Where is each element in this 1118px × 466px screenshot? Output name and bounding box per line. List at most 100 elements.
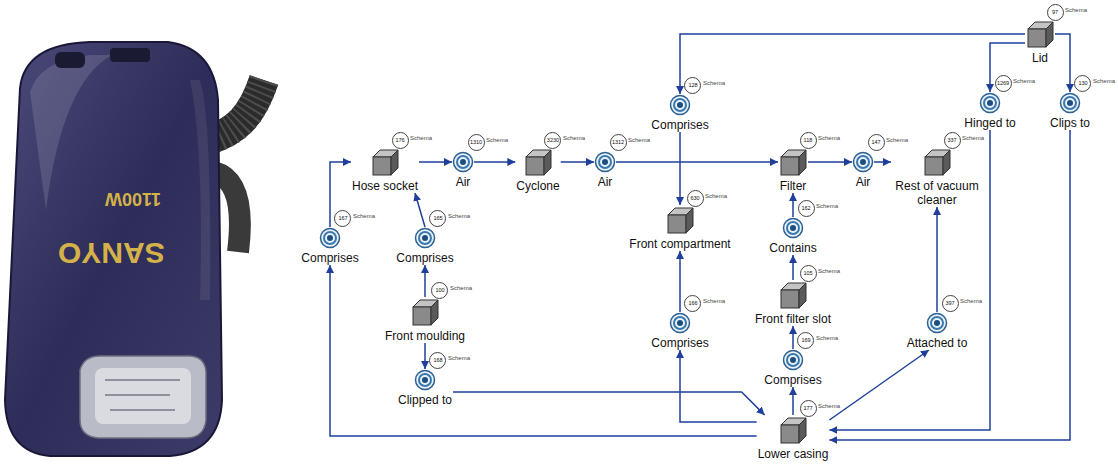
relation-node: Attached to397Schema [906, 312, 969, 350]
schema-node: Hose socket176Schema [351, 147, 419, 193]
top-slot [110, 48, 150, 62]
relation-node: Air1312Schema [594, 151, 616, 189]
schema-tag: Schema [450, 285, 472, 292]
callout-number: 397 [945, 300, 954, 306]
node-label: Front moulding [384, 329, 466, 343]
callout-number: 1312 [612, 139, 624, 145]
relation-icon [594, 151, 616, 173]
dust-window-inner [95, 368, 191, 424]
connector [792, 326, 794, 349]
schema-tag: Schema [818, 403, 840, 410]
cube-icon [778, 280, 808, 310]
schema-tag: Schema [816, 203, 838, 210]
callout-badge: 1269 [995, 75, 1012, 92]
schema-node: Lid97Schema [1025, 19, 1055, 65]
callout-badge: 100 [431, 282, 448, 299]
schema-tag: Schema [1065, 7, 1087, 14]
relation-node: Clipped to168Schema [397, 369, 453, 407]
relation-node: Air147Schema [852, 151, 874, 189]
connector [680, 34, 1025, 94]
node-label: Clips to [1049, 116, 1091, 130]
connector [792, 193, 794, 217]
connector [419, 161, 452, 163]
callout-badge: 167 [334, 210, 351, 227]
schema-node: Cyclone3230Schema [515, 147, 560, 193]
schema-tag: Schema [703, 80, 725, 87]
callout-badge: 168 [429, 352, 446, 369]
relation-icon [1059, 92, 1081, 114]
callout-number: 1310 [470, 139, 482, 145]
vacuum-photo [0, 0, 280, 466]
cube-icon [778, 147, 808, 177]
cube-icon [523, 147, 553, 177]
callout-badge: 397 [942, 295, 959, 312]
callout-number: 169 [801, 337, 810, 343]
schema-tag: Schema [816, 335, 838, 342]
schema-tag: Schema [703, 298, 725, 305]
connector [936, 207, 938, 312]
connector [561, 161, 594, 163]
node-label: Lower casing [757, 447, 830, 461]
connector [424, 343, 426, 369]
relation-icon [669, 312, 691, 334]
top-slot [55, 52, 85, 68]
relation-node: Hinged to1269Schema [963, 92, 1016, 130]
connector [679, 132, 681, 205]
node-label: Comprises [395, 251, 454, 265]
relation-icon [669, 94, 691, 116]
connector [829, 350, 929, 420]
relation-icon [852, 151, 874, 173]
body-highlight [190, 80, 210, 300]
schema-node: Lower casing177Schema [757, 415, 830, 461]
relation-node: Comprises165Schema [395, 227, 454, 265]
schema-node: Front moulding100Schema [384, 297, 466, 343]
callout-number: 177 [803, 405, 812, 411]
relation-node: Clips to130Schema [1049, 92, 1091, 130]
callout-number: 118 [804, 137, 813, 143]
callout-number: 105 [803, 270, 812, 276]
connector [415, 193, 425, 227]
relation-node: Comprises169Schema [763, 349, 822, 387]
node-label: Rest of vacuum cleaner [891, 179, 983, 207]
relation-node: Contains162Schema [768, 217, 817, 255]
cube-icon [922, 147, 952, 177]
node-label: Hose socket [351, 179, 419, 193]
schema-tag: Schema [960, 298, 982, 305]
relation-icon [782, 349, 804, 371]
schema-tag: Schema [818, 135, 840, 142]
schema-tag: Schema [628, 137, 650, 144]
cube-icon [778, 415, 808, 445]
schema-tag: Schema [448, 213, 470, 220]
schema-tag: Schema [1013, 78, 1035, 85]
callout-badge: 1312 [610, 134, 627, 151]
node-label: Comprises [650, 118, 709, 132]
node-label: Comprises [300, 251, 359, 265]
node-label: Front filter slot [754, 312, 832, 326]
relation-icon [782, 217, 804, 239]
node-label: Lid [1031, 51, 1049, 65]
schema-node: Rest of vacuum cleaner337Schema [891, 147, 983, 207]
schema-tag: Schema [410, 135, 432, 142]
callout-badge: 1310 [468, 134, 485, 151]
callout-number: 630 [690, 195, 699, 201]
relation-icon [319, 227, 341, 249]
product-marking: 1100W [105, 188, 161, 209]
node-label: Comprises [650, 336, 709, 350]
connector [453, 392, 765, 415]
connector [679, 251, 681, 312]
schema-tag: Schema [962, 135, 984, 142]
callout-badge: 162 [798, 200, 815, 217]
callout-number: 162 [801, 205, 810, 211]
connector [808, 161, 852, 163]
node-label: Attached to [906, 336, 969, 350]
node-label: Contains [768, 241, 817, 255]
node-label: Cyclone [515, 179, 560, 193]
schema-tag: Schema [818, 268, 840, 275]
callout-number: 337 [947, 137, 956, 143]
connector [829, 130, 1070, 440]
connector [474, 161, 515, 163]
schema-tag: Schema [486, 137, 508, 144]
node-label: Air [855, 175, 872, 189]
node-label: Air [597, 175, 614, 189]
